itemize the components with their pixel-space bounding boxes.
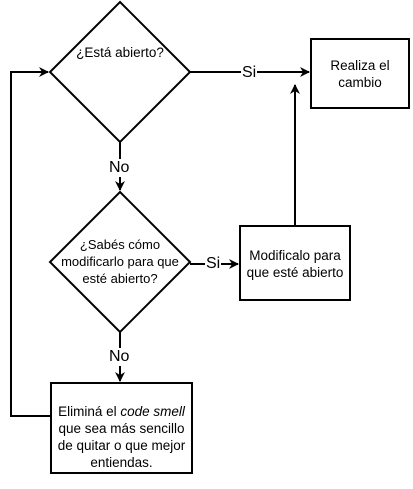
edge-label-q1-no: No [108, 159, 131, 177]
decision-is-open-label: ¿Está abierto? [76, 45, 164, 60]
process-make-change [310, 38, 410, 109]
edge-label-q2-no: No [108, 348, 131, 366]
process-modify-open-label: Modificalo para que esté abierto [246, 248, 344, 280]
edge-label-q2-yes: Si [205, 255, 222, 273]
decision-is-open [48, 0, 192, 144]
edge-remove-loop [10, 67, 51, 417]
process-make-change-label: Realiza el cambio [330, 58, 390, 90]
process-remove-smell-label: Eliminá el code smell que sea más sencil… [57, 404, 186, 470]
edge-label-q1-yes: Si [241, 64, 258, 82]
decision-know-how-label: ¿Sabés cómo modificarlo para que esté ab… [61, 237, 179, 286]
process-remove-smell [50, 382, 193, 474]
